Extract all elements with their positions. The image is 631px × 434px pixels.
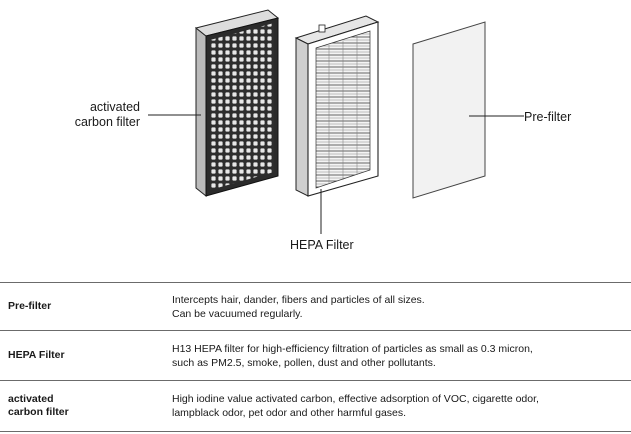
row-filter-name: HEPA Filter bbox=[0, 349, 172, 362]
filter-diagram bbox=[148, 9, 524, 234]
description-line: H13 HEPA filter for high-efficiency filt… bbox=[172, 342, 533, 355]
hepa-callout: HEPA Filter bbox=[290, 238, 354, 252]
pre-filter-illustration bbox=[412, 21, 486, 199]
row-filter-description: H13 HEPA filter for high-efficiency filt… bbox=[172, 342, 631, 370]
hepa-filter-illustration bbox=[294, 15, 380, 197]
row-filter-name-line: Pre-filter bbox=[8, 300, 52, 312]
prefilter-callout: Pre-filter bbox=[524, 110, 572, 124]
table-row: activated carbon filter High iodine valu… bbox=[0, 380, 631, 432]
row-filter-description: High iodine value activated carbon, effe… bbox=[172, 392, 631, 420]
description-line: lampblack odor, pet odor and other harmf… bbox=[172, 407, 407, 419]
activated-carbon-filter-illustration bbox=[194, 9, 280, 198]
row-filter-name: Pre-filter bbox=[0, 300, 172, 313]
table-row: Pre-filter Intercepts hair, dander, fibe… bbox=[0, 282, 631, 330]
row-filter-name-line: activated bbox=[8, 393, 54, 405]
carbon-filter-callout: activated carbon filter bbox=[40, 100, 140, 130]
description-line: Can be vacuumed regularly. bbox=[172, 307, 303, 320]
description-line: Intercepts hair, dander, fibers and part… bbox=[172, 293, 425, 306]
row-filter-name-line: carbon filter bbox=[8, 406, 69, 418]
filter-spec-table: Pre-filter Intercepts hair, dander, fibe… bbox=[0, 282, 631, 432]
row-filter-description: Intercepts hair, dander, fibers and part… bbox=[172, 293, 631, 321]
row-filter-name-line: HEPA Filter bbox=[8, 349, 65, 361]
table-row: HEPA Filter H13 HEPA filter for high-eff… bbox=[0, 330, 631, 380]
description-line: High iodine value activated carbon, effe… bbox=[172, 393, 539, 405]
description-line: such as PM2.5, smoke, pollen, dust and o… bbox=[172, 356, 436, 369]
carbon-callout-line2: carbon filter bbox=[74, 115, 140, 129]
carbon-callout-line1: activated bbox=[89, 100, 140, 114]
row-filter-name: activated carbon filter bbox=[0, 393, 172, 419]
